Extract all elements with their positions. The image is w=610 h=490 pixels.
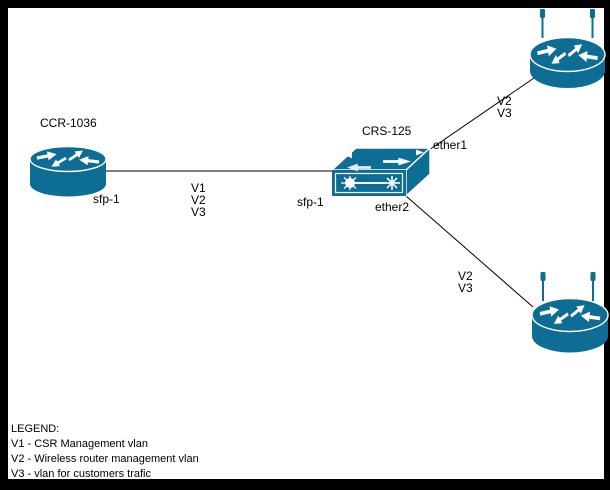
wireless-router-1-icon[interactable] (529, 9, 606, 88)
link2-vlan-label: V3 (497, 106, 512, 120)
switch-frontface-glyphs (341, 176, 400, 190)
node-label-ccr: CCR-1036 (40, 116, 97, 130)
port-label-crs-ether2: ether2 (375, 200, 410, 214)
node-label-crs: CRS-125 (362, 124, 412, 138)
legend-item: V3 - vlan for customers trafic (11, 468, 151, 480)
legend-item: V2 - Wireless router management vlan (11, 453, 199, 465)
switch-crs-icon[interactable] (331, 147, 431, 197)
legend-title: LEGEND: (11, 423, 60, 435)
port-label-ccr-sfp1: sfp-1 (93, 192, 120, 206)
link1-vlan-label: V2 (191, 193, 206, 207)
router-ccr-icon[interactable] (29, 145, 107, 197)
link-crs-to-wireless-router-2 (405, 195, 534, 308)
legend-item: V1 - CSR Management vlan (11, 438, 148, 450)
legend-block: LEGEND: V1 - CSR Management vlan V2 - Wi… (11, 422, 199, 482)
link1-vlan-label: V3 (191, 205, 206, 219)
link3-vlan-label: V3 (458, 281, 473, 295)
port-label-crs-ether1: ether1 (433, 138, 468, 152)
link-crs-to-wireless-router-1 (428, 77, 535, 151)
diagram-canvas (8, 8, 604, 479)
link1-vlan-label: V1 (191, 181, 206, 195)
link3-vlan-label: V2 (458, 269, 473, 283)
switch-topface-arrows (344, 149, 424, 172)
link2-vlan-label: V2 (497, 94, 512, 108)
port-label-crs-sfp1: sfp-1 (297, 195, 324, 209)
wireless-router-2-icon[interactable] (531, 272, 609, 353)
